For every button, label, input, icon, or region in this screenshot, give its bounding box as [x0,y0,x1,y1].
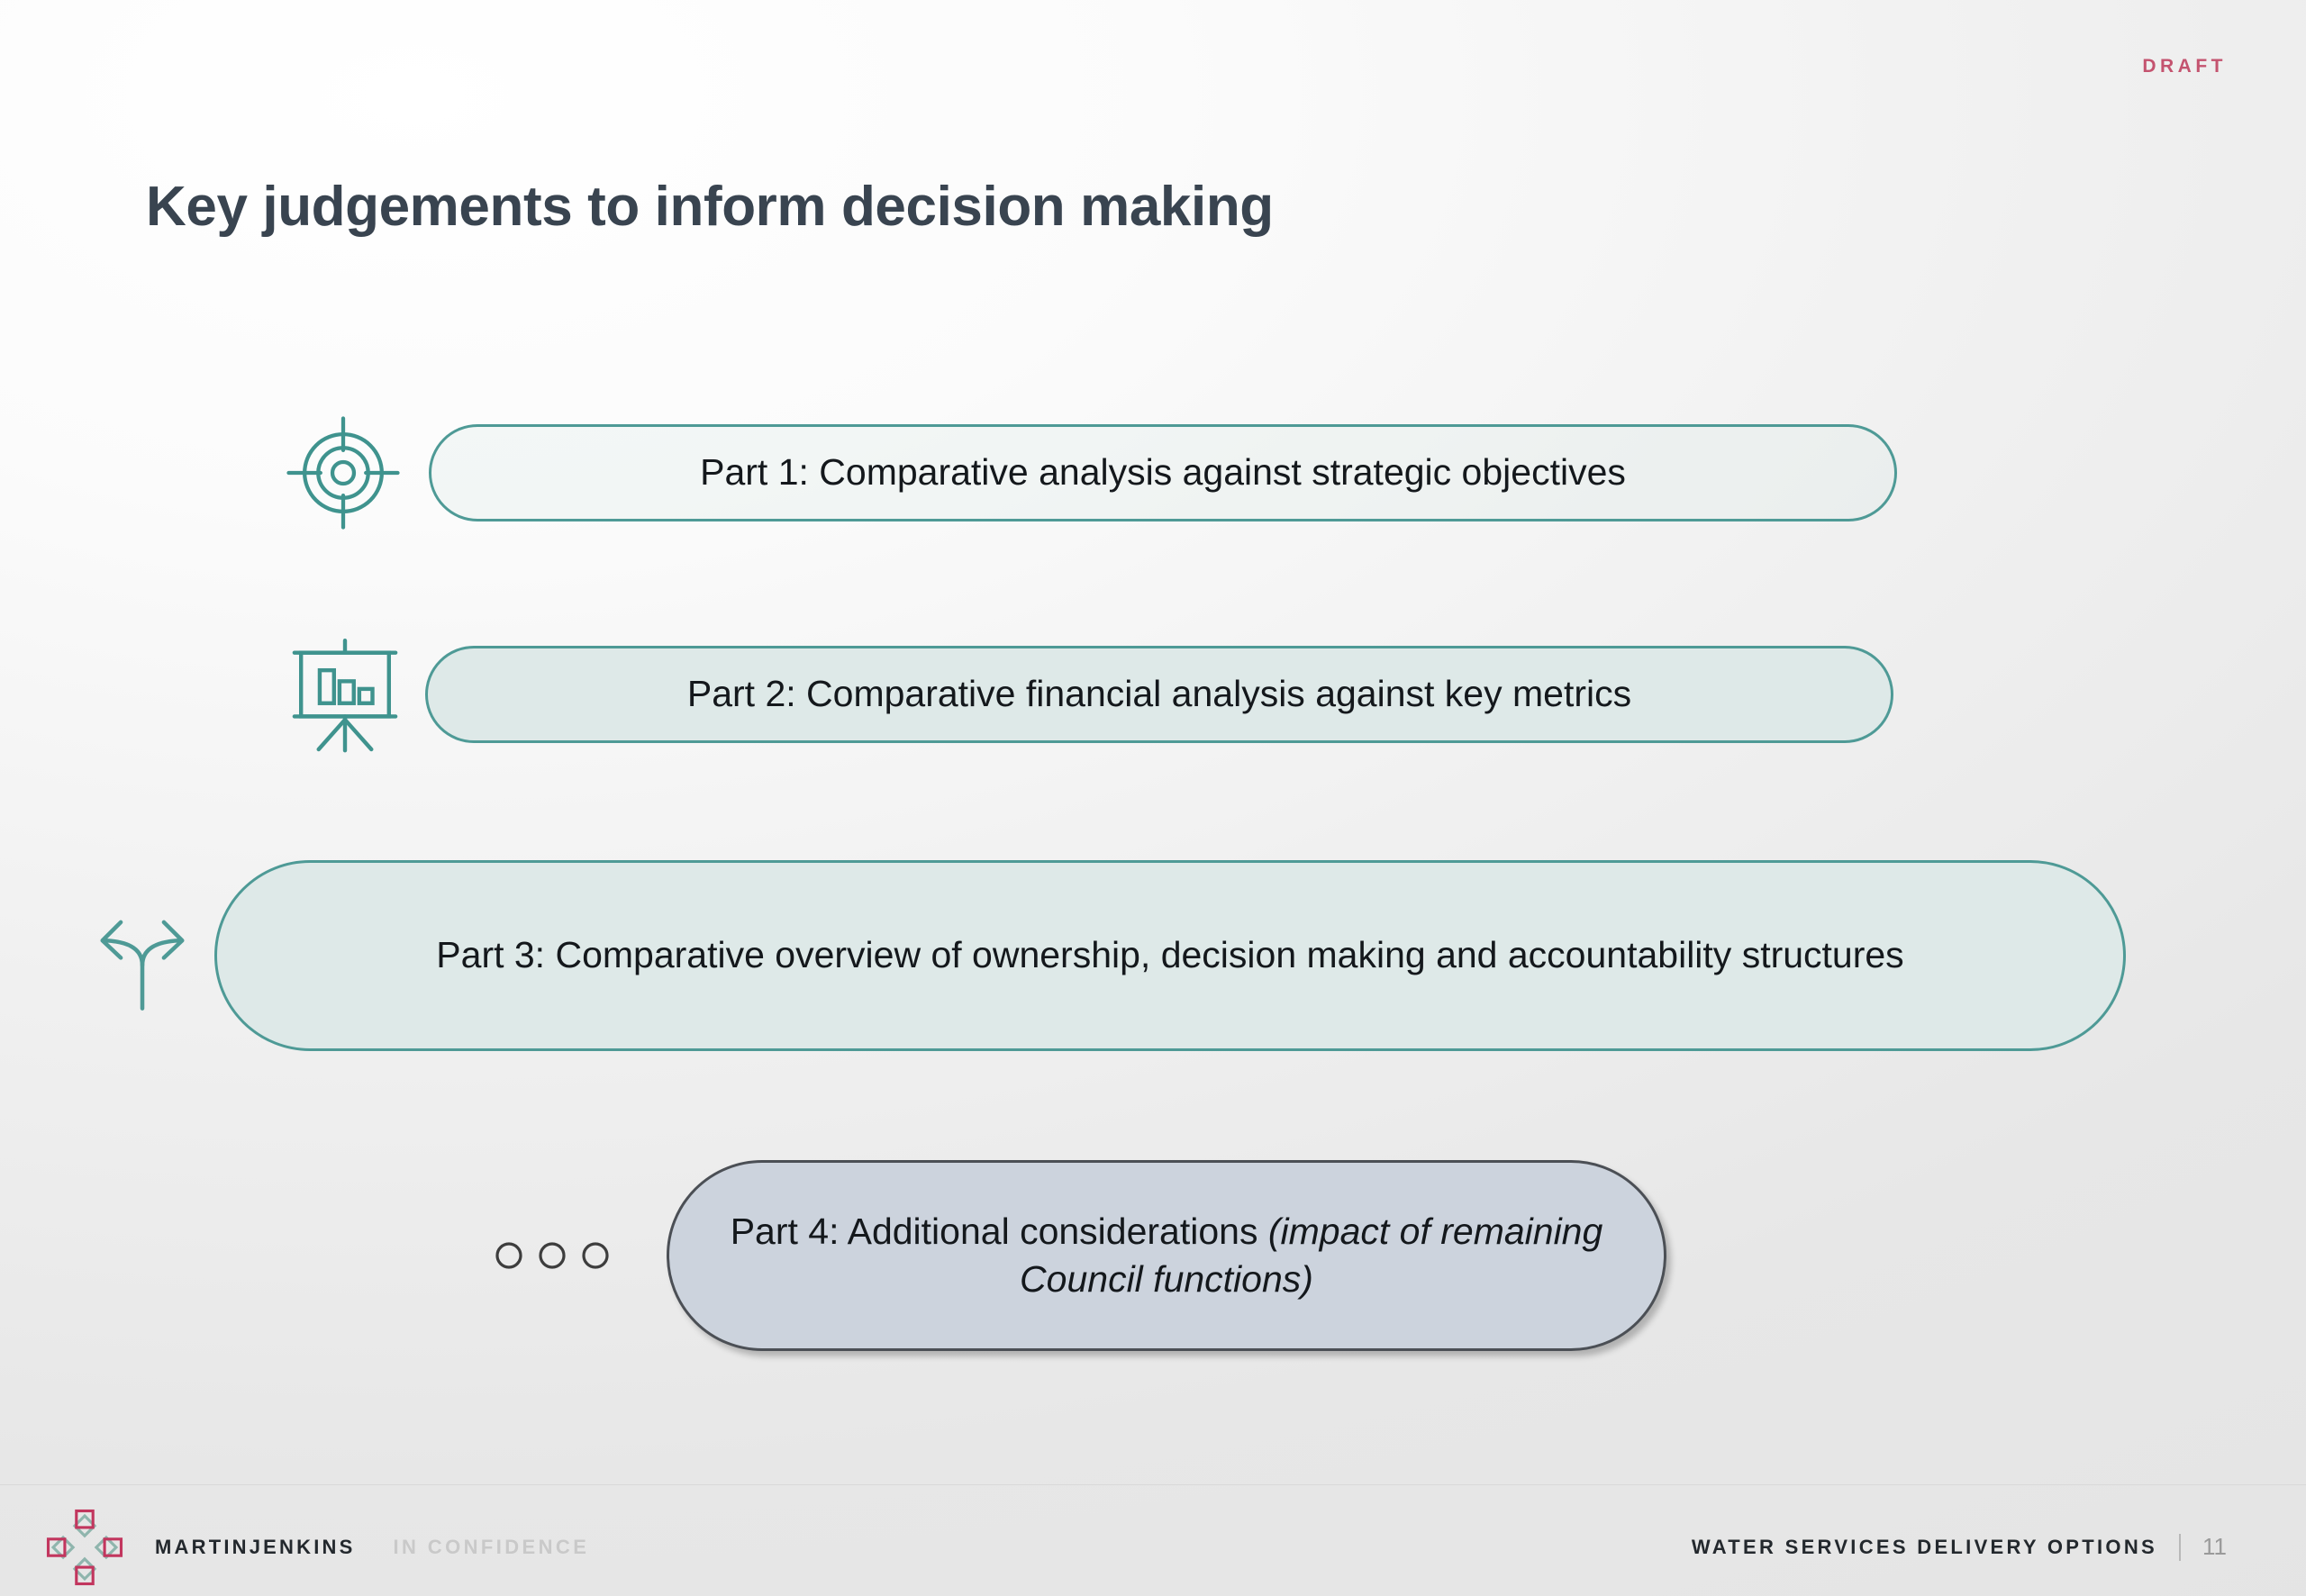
list-item: Part 4: Additional considerations (impac… [494,1160,1666,1351]
footer-vertical-divider [2179,1533,2181,1561]
part-4-pill[interactable]: Part 4: Additional considerations (impac… [667,1160,1666,1351]
draft-label: DRAFT [2142,56,2227,77]
list-item: Part 2: Comparative financial analysis a… [290,636,1893,753]
presentation-chart-icon [290,636,400,753]
deck-name: WATER SERVICES DELIVERY OPTIONS [1691,1535,2157,1558]
martinjenkins-logo-icon [43,1506,126,1589]
confidentiality-label: IN CONFIDENCE [393,1536,590,1558]
part-4-label-plain: Part 4: Additional considerations [730,1210,1268,1252]
list-item: Part 1: Comparative analysis against str… [286,416,1897,530]
brand-name: MARTINJENKINS [155,1536,356,1558]
page-title: Key judgements to inform decision making [146,175,1274,238]
list-item: Part 3: Comparative overview of ownershi… [88,860,2126,1051]
three-dots-icon [494,1229,611,1283]
page-number: 11 [2202,1533,2227,1560]
footer-divider-rule [0,1484,2306,1485]
footer-right: WATER SERVICES DELIVERY OPTIONS 11 [1692,1533,2227,1561]
part-1-pill[interactable]: Part 1: Comparative analysis against str… [429,424,1897,521]
target-crosshair-icon [286,416,400,530]
part-2-pill[interactable]: Part 2: Comparative financial analysis a… [425,646,1893,743]
part-3-pill[interactable]: Part 3: Comparative overview of ownershi… [214,860,2126,1051]
footer-left: MARTINJENKINS IN CONFIDENCE [43,1506,589,1589]
part-4-label: Part 4: Additional considerations (impac… [729,1208,1604,1304]
fork-branching-arrows-icon [88,901,196,1011]
part-4-label-italic: (impact of remaining Council functions) [1020,1210,1603,1300]
